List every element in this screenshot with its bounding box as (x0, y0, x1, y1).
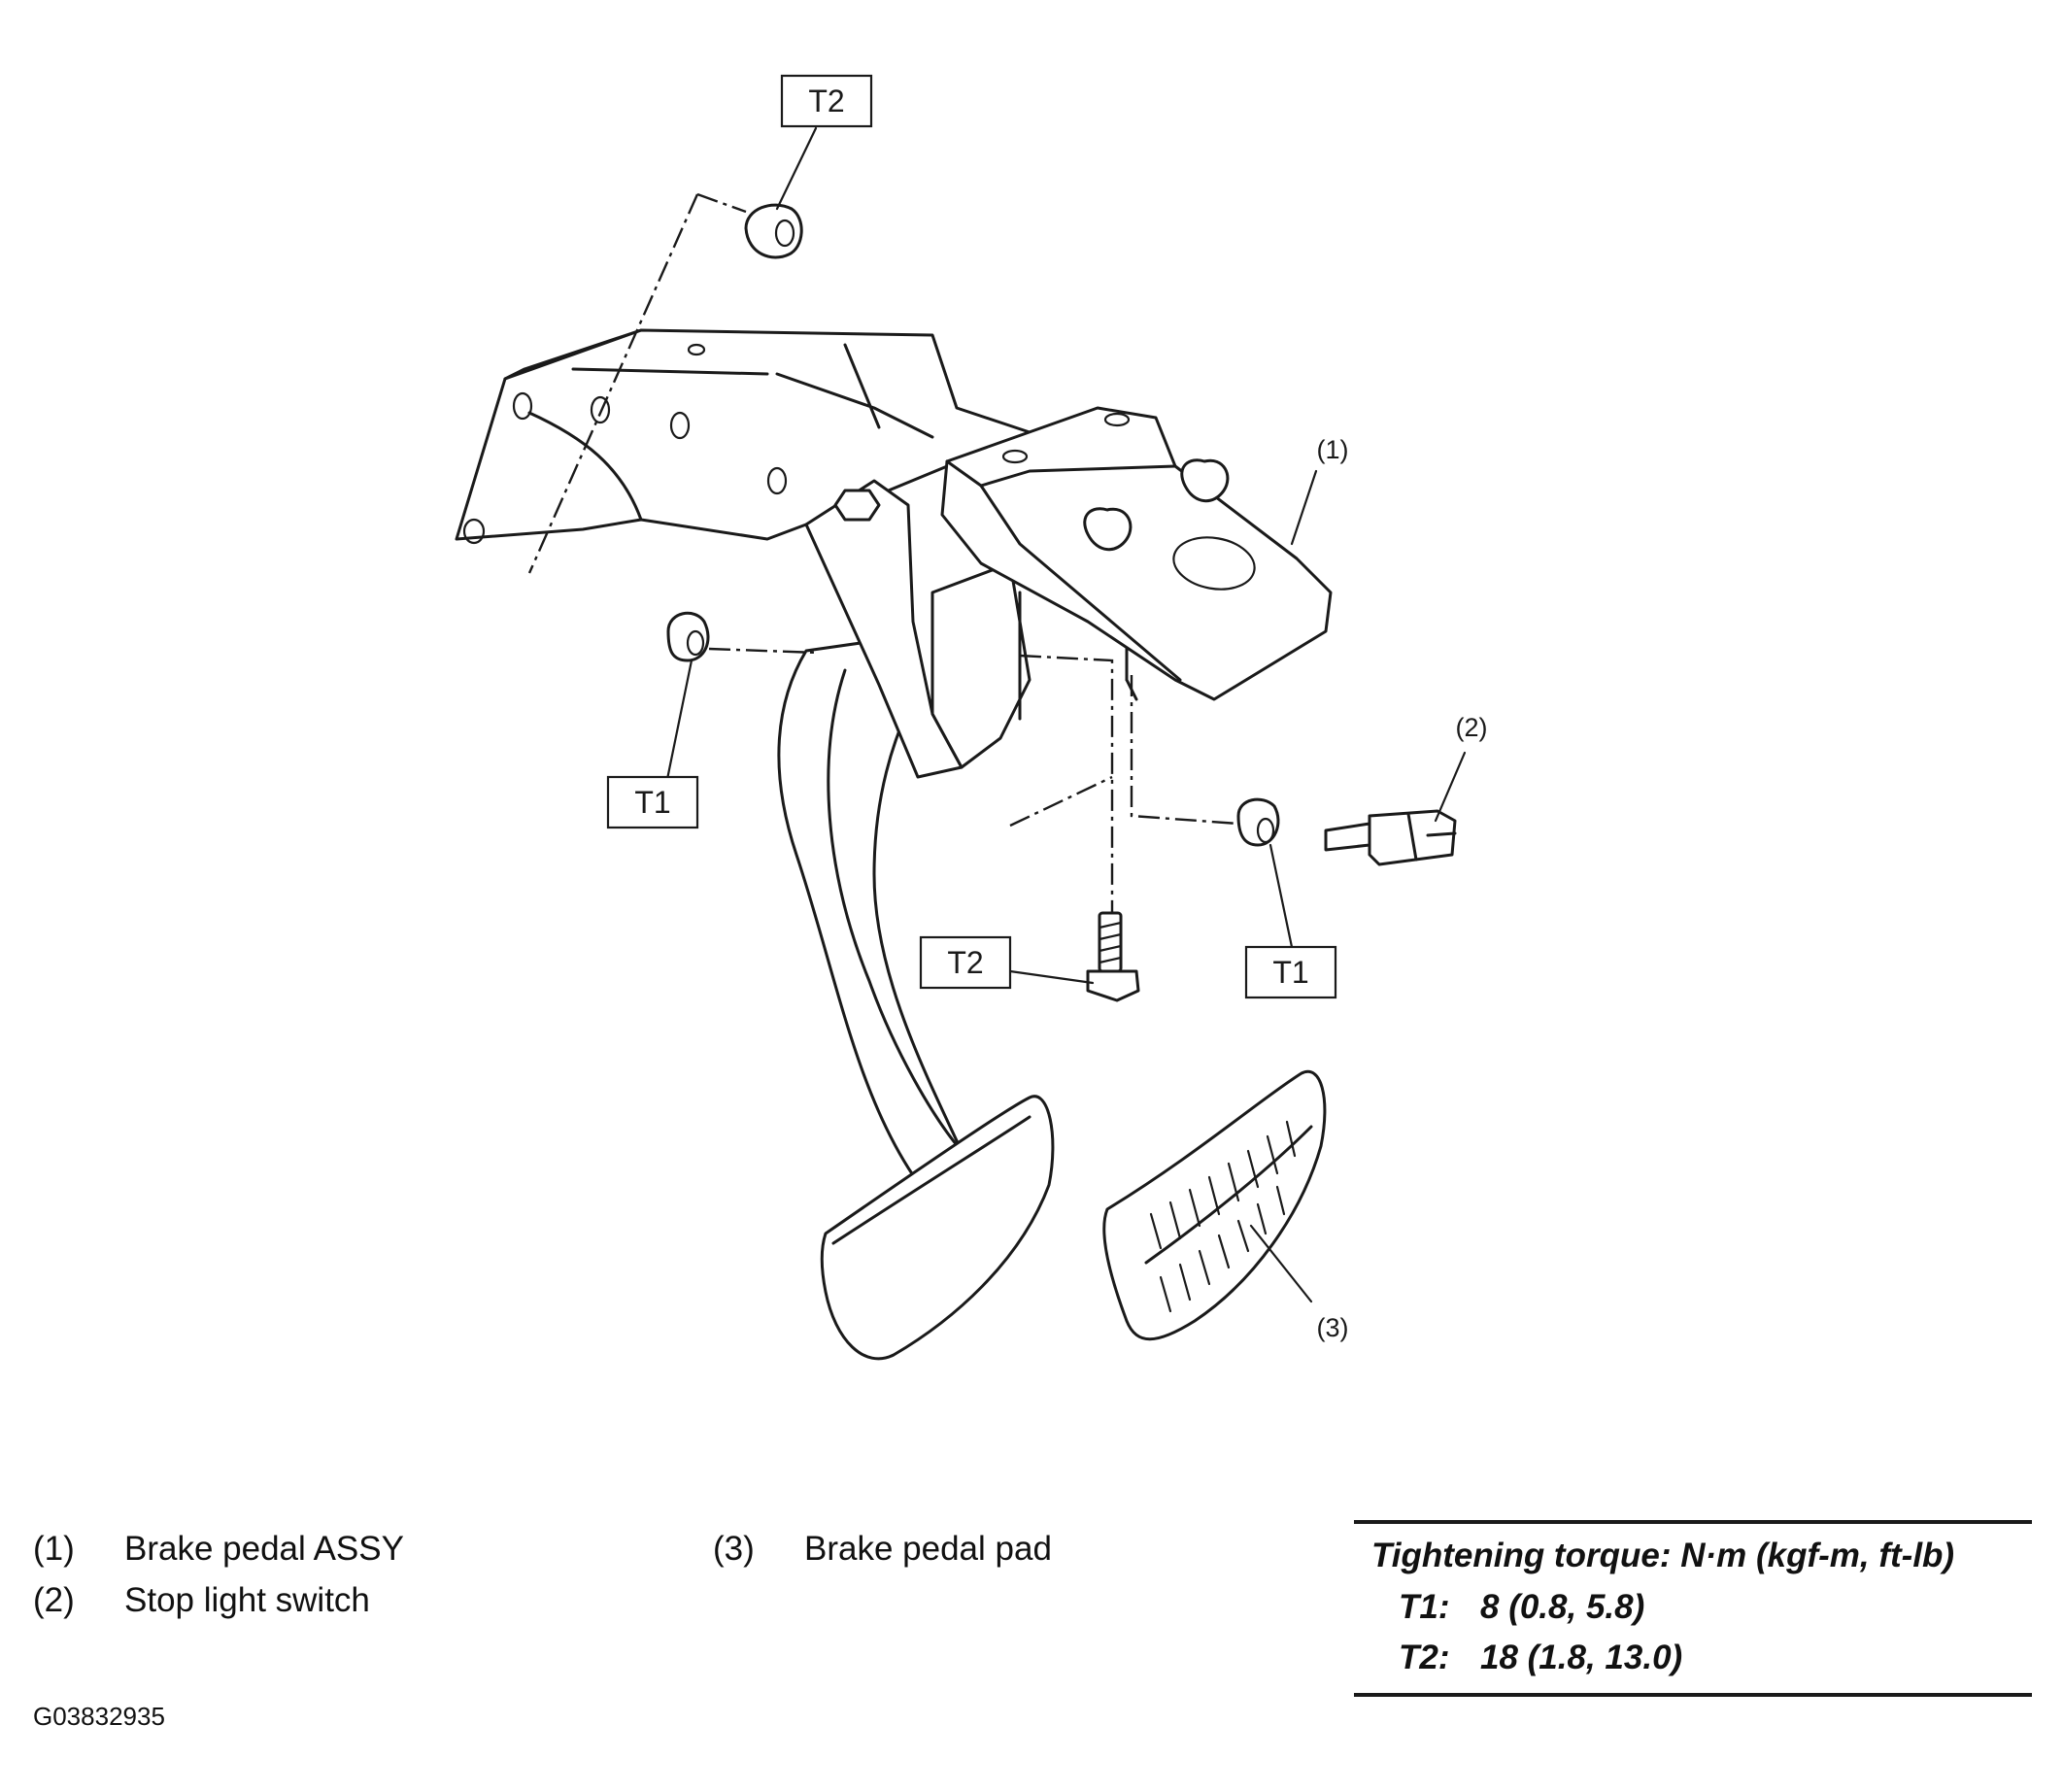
legend-label: Brake pedal ASSY (124, 1530, 404, 1568)
nut-left-t1 (666, 611, 710, 662)
stop-light-switch (1324, 809, 1457, 866)
parts-legend-right: (3) Brake pedal pad (713, 1523, 1052, 1574)
torque-tag-t1-left: T1 (606, 775, 699, 829)
torque-tag-label: T1 (1272, 955, 1308, 990)
leader-lines (663, 126, 1467, 1303)
figure-id: G03832935 (33, 1702, 165, 1731)
legend-item: (3) Brake pedal pad (713, 1523, 1052, 1574)
legend-number: (2) (33, 1581, 75, 1619)
callout-1: (1) (1317, 435, 1349, 464)
legend-number: (1) (33, 1530, 75, 1568)
brake-pedal-assembly (804, 406, 1333, 779)
torque-tag-label: T1 (634, 785, 670, 820)
brake-pedal-pad (1102, 1069, 1327, 1341)
legend-label: Stop light switch (124, 1581, 370, 1619)
torque-tag-t2-top: T2 (780, 74, 873, 128)
parts-legend-left: (1) Brake pedal ASSY (2) Stop light swit… (33, 1523, 404, 1626)
legend-item: (1) Brake pedal ASSY (33, 1523, 404, 1574)
torque-tag-label: T2 (947, 945, 983, 980)
assembly-lines (527, 192, 1239, 913)
nut-top-t2 (744, 203, 803, 259)
torque-spec-value: 18 (1.8, 13.0) (1480, 1639, 1683, 1676)
legend-item: (2) Stop light switch (33, 1574, 404, 1626)
torque-tag-label: T2 (808, 84, 844, 118)
bolt-t2 (1086, 911, 1140, 1002)
callout-3: (3) (1317, 1313, 1349, 1342)
pedal-arm-left (777, 639, 1055, 1361)
torque-spec-table: Tightening torque: N·m (kgf-m, ft-lb) T1… (1354, 1520, 2032, 1697)
callout-2: (2) (1456, 713, 1488, 742)
legend-number: (3) (713, 1530, 755, 1568)
torque-tag-t1-right: T1 (1244, 945, 1337, 999)
torque-spec-key: T2: (1399, 1639, 1450, 1676)
nut-right-t1 (1236, 797, 1280, 847)
torque-spec-title: Tightening torque: N·m (kgf-m, ft-lb) (1371, 1537, 1955, 1574)
torque-spec-row: T1: 8 (0.8, 5.8) (1354, 1582, 2032, 1633)
torque-tag-t2-bolt: T2 (919, 935, 1012, 990)
torque-spec-row: T2: 18 (1.8, 13.0) (1354, 1633, 2032, 1683)
torque-spec-value: 8 (0.8, 5.8) (1480, 1588, 1645, 1626)
torque-spec-key: T1: (1399, 1588, 1450, 1626)
legend-label: Brake pedal pad (804, 1530, 1052, 1568)
